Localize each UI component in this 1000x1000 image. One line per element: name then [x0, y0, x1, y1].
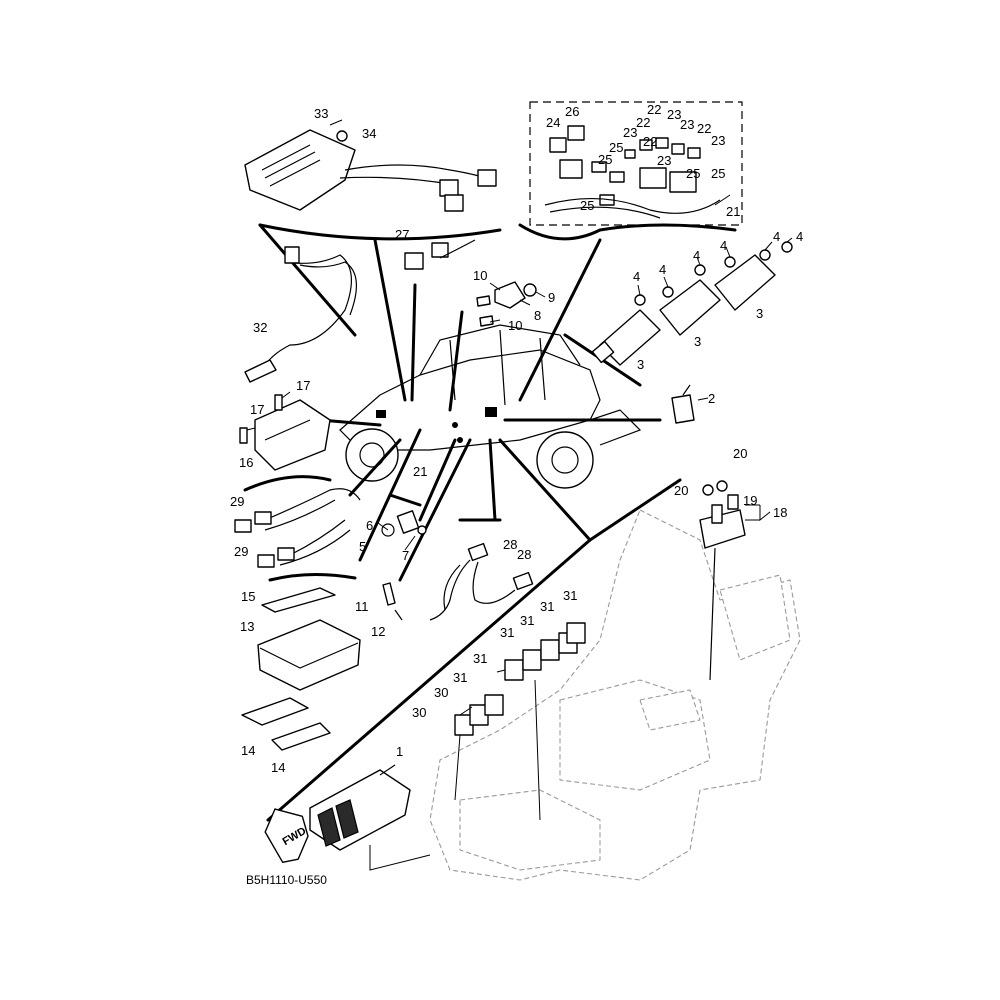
- fwd-arrow: [264, 808, 309, 864]
- callout-22-d: 22: [643, 134, 657, 149]
- callout-4-a: 4: [633, 269, 640, 284]
- callout-33: 33: [314, 106, 328, 121]
- callout-23-d: 23: [711, 133, 725, 148]
- callout-23-b: 23: [680, 117, 694, 132]
- callout-4-d: 4: [720, 238, 727, 253]
- callout-31-d: 31: [500, 625, 514, 640]
- callout-31-f: 31: [453, 670, 467, 685]
- callout-17-a: 17: [296, 378, 310, 393]
- callout-29-a: 29: [230, 494, 244, 509]
- callout-21: 21: [413, 464, 427, 479]
- callout-25-b: 25: [598, 152, 612, 167]
- sensor-lead: [244, 246, 357, 383]
- callout-3-c: 3: [637, 357, 644, 372]
- callout-25-d: 25: [711, 166, 725, 181]
- ignition-coils: [591, 237, 793, 366]
- callout-30-b: 30: [412, 705, 426, 720]
- callout-22-a: 22: [647, 102, 661, 117]
- callout-15: 15: [241, 589, 255, 604]
- pressure-sensor: [671, 384, 709, 424]
- callout-28-a: 28: [503, 537, 517, 552]
- bracket-assembly: [476, 281, 546, 327]
- callout-7: 7: [402, 548, 409, 563]
- callout-26: 26: [565, 104, 579, 119]
- callout-1: 1: [396, 744, 403, 759]
- callout-31-b: 31: [540, 599, 554, 614]
- callout-34: 34: [362, 126, 376, 141]
- callout-23-c: 23: [623, 125, 637, 140]
- battery-cover-13: [257, 619, 361, 691]
- callout-10-top: 10: [473, 268, 487, 283]
- callout-6: 6: [366, 518, 373, 533]
- controller-1: [309, 764, 411, 851]
- callout-4-b: 4: [659, 262, 666, 277]
- pads-14: [241, 697, 331, 751]
- vehicle-frame: [429, 509, 801, 881]
- ecu-assembly: [244, 119, 497, 212]
- callout-17-b: 17: [250, 402, 264, 417]
- sensor-11-12: [382, 582, 403, 621]
- callout-16: 16: [239, 455, 253, 470]
- callout-28-b: 28: [517, 547, 531, 562]
- callout-21-inset: 21: [726, 204, 740, 219]
- callout-20-b: 20: [733, 446, 747, 461]
- callout-23-e: 23: [657, 153, 671, 168]
- callout-10-bottom: 10: [508, 318, 522, 333]
- callout-27: 27: [395, 227, 409, 242]
- callout-3-b: 3: [694, 334, 701, 349]
- relays-30-31: [454, 622, 586, 736]
- callout-25-e: 25: [580, 198, 594, 213]
- callout-31-e: 31: [473, 651, 487, 666]
- callout-14-a: 14: [241, 743, 255, 758]
- relay-box-16: [239, 391, 331, 471]
- callout-32: 32: [253, 320, 267, 335]
- callout-4-c: 4: [693, 248, 700, 263]
- callout-23-a: 23: [667, 107, 681, 122]
- battery-strap-15: [261, 587, 336, 613]
- callout-20-a: 20: [674, 483, 688, 498]
- diagram-code: B5H1110-U550: [246, 873, 327, 887]
- callout-4-e: 4: [773, 229, 780, 244]
- callout-3-a: 3: [756, 306, 763, 321]
- sensor-harness-28: [429, 542, 534, 621]
- callout-13: 13: [240, 619, 254, 634]
- sensor-5-6-7: [377, 510, 427, 551]
- connector-inset: [529, 101, 743, 226]
- callout-8: 8: [534, 308, 541, 323]
- relay-18-20: [699, 480, 771, 681]
- callout-11: 11: [355, 599, 369, 614]
- callout-30-a: 30: [434, 685, 448, 700]
- callout-22-b: 22: [636, 115, 650, 130]
- callout-12: 12: [371, 624, 385, 639]
- callout-29-b: 29: [234, 544, 248, 559]
- callout-9: 9: [548, 290, 555, 305]
- callout-25-a: 25: [609, 140, 623, 155]
- callout-14-b: 14: [271, 760, 285, 775]
- callout-31-c: 31: [520, 613, 534, 628]
- callout-31-a: 31: [563, 588, 577, 603]
- callout-labels: 33 34 32 27 10 9 8 10 4 4 4 4 4 4 3 3 3 …: [230, 102, 803, 775]
- callout-18: 18: [773, 505, 787, 520]
- callout-2: 2: [708, 391, 715, 406]
- callout-5: 5: [359, 539, 366, 554]
- callout-4-f: 4: [796, 229, 803, 244]
- callout-24: 24: [546, 115, 560, 130]
- connector-27: [404, 239, 476, 270]
- harness-29: [234, 488, 361, 568]
- vehicle-sketch: [339, 324, 642, 489]
- callout-19: 19: [743, 493, 757, 508]
- callout-22-c: 22: [697, 121, 711, 136]
- callout-25-c: 25: [686, 166, 700, 181]
